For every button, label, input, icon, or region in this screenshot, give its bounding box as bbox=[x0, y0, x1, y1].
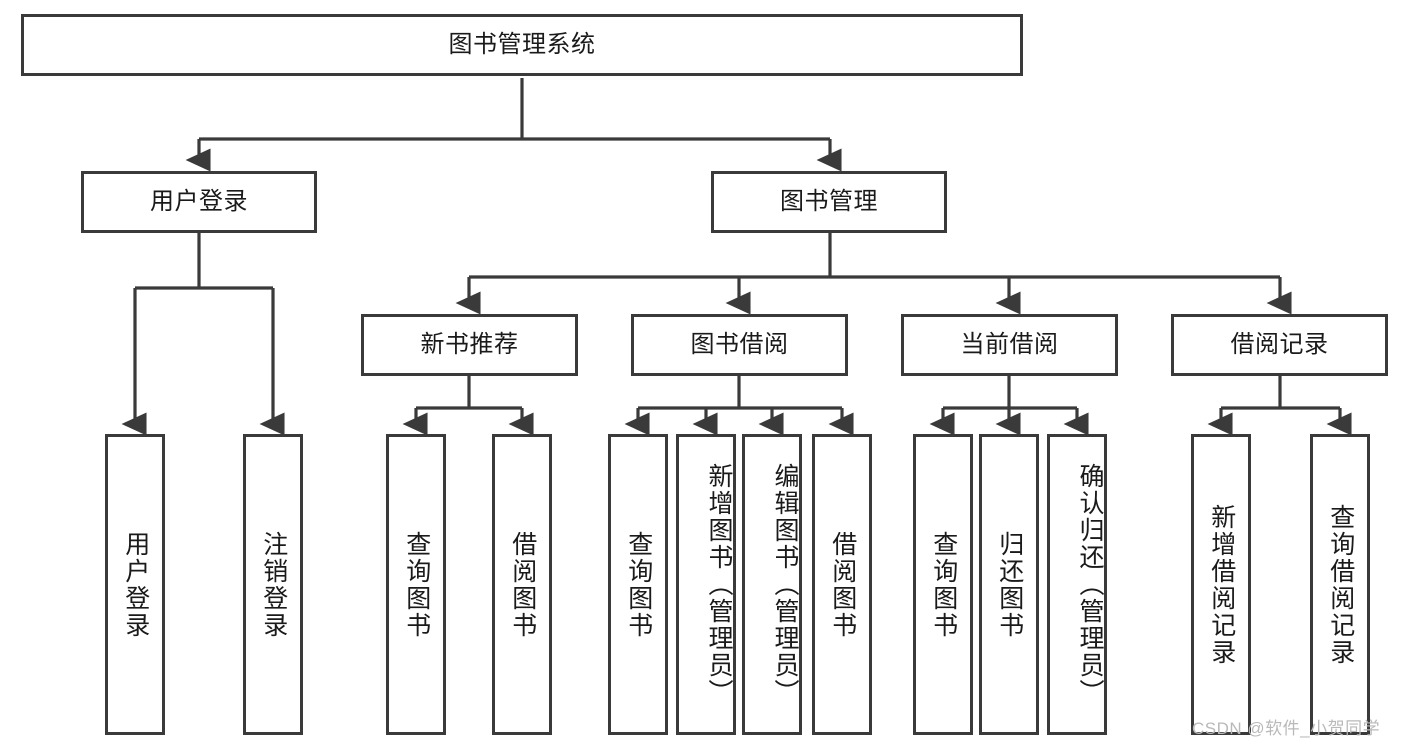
node-label: 图书管理 bbox=[780, 187, 878, 215]
node-label: 注销登录 bbox=[259, 530, 288, 639]
node-leaf-edit-book[interactable]: 编辑图书（管理员） bbox=[742, 434, 802, 735]
node-label: 图书借阅 bbox=[690, 330, 789, 358]
node-label: 归还图书 bbox=[995, 530, 1024, 639]
node-label: 当前借阅 bbox=[960, 330, 1059, 358]
node-label: 新增图书（管理员） bbox=[705, 463, 733, 706]
node-leaf-borrow-book-1[interactable]: 借阅图书 bbox=[492, 434, 552, 735]
node-current-borrow[interactable]: 当前借阅 bbox=[901, 314, 1118, 376]
node-label: 借阅图书 bbox=[508, 530, 537, 639]
node-label: 新增借阅记录 bbox=[1207, 503, 1236, 666]
node-leaf-add-record[interactable]: 新增借阅记录 bbox=[1191, 434, 1251, 735]
node-user-login[interactable]: 用户登录 bbox=[81, 171, 317, 233]
node-label: 用户登录 bbox=[150, 187, 248, 215]
node-label: 查询图书 bbox=[624, 530, 653, 639]
node-book-borrow[interactable]: 图书借阅 bbox=[631, 314, 848, 376]
node-label: 编辑图书（管理员） bbox=[771, 463, 799, 706]
node-new-book-recommend[interactable]: 新书推荐 bbox=[361, 314, 578, 376]
node-label: 借阅记录 bbox=[1230, 330, 1329, 358]
node-leaf-query-book-2[interactable]: 查询图书 bbox=[608, 434, 668, 735]
node-borrow-record[interactable]: 借阅记录 bbox=[1171, 314, 1388, 376]
node-book-management[interactable]: 图书管理 bbox=[711, 171, 947, 233]
node-leaf-user-login[interactable]: 用户登录 bbox=[105, 434, 165, 735]
node-label: 查询图书 bbox=[402, 530, 431, 639]
node-leaf-borrow-book-2[interactable]: 借阅图书 bbox=[812, 434, 872, 735]
node-label: 查询借阅记录 bbox=[1326, 503, 1355, 666]
node-leaf-query-book-1[interactable]: 查询图书 bbox=[386, 434, 446, 735]
node-leaf-logout[interactable]: 注销登录 bbox=[243, 434, 303, 735]
node-label: 新书推荐 bbox=[420, 330, 519, 358]
node-leaf-confirm-return[interactable]: 确认归还（管理员） bbox=[1047, 434, 1107, 735]
node-label: 查询图书 bbox=[929, 530, 958, 639]
watermark: CSDN @软件_小贺同学 bbox=[1192, 719, 1381, 738]
node-leaf-query-book-3[interactable]: 查询图书 bbox=[913, 434, 973, 735]
node-leaf-query-record[interactable]: 查询借阅记录 bbox=[1310, 434, 1370, 735]
node-root-book-management-system[interactable]: 图书管理系统 bbox=[21, 14, 1023, 76]
node-label: 确认归还（管理员） bbox=[1076, 463, 1104, 706]
node-leaf-add-book[interactable]: 新增图书（管理员） bbox=[676, 434, 736, 735]
node-label: 图书管理系统 bbox=[448, 30, 596, 58]
node-leaf-return-book[interactable]: 归还图书 bbox=[979, 434, 1039, 735]
node-label: 用户登录 bbox=[121, 530, 150, 639]
node-label: 借阅图书 bbox=[828, 530, 857, 639]
